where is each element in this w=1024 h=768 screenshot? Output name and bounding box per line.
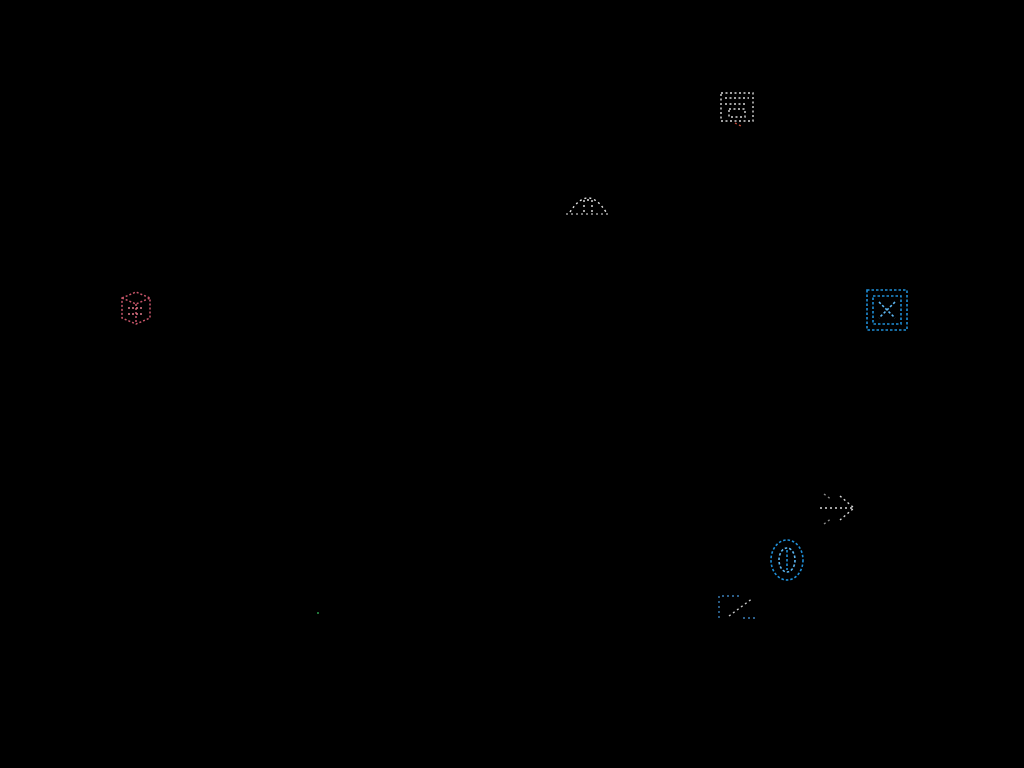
- cube-icon[interactable]: [116, 288, 158, 330]
- speck-icon: [317, 612, 319, 614]
- arrow-icon[interactable]: [812, 486, 862, 532]
- box-icon[interactable]: [715, 85, 759, 131]
- ring-icon[interactable]: [766, 536, 808, 584]
- arch-icon[interactable]: [562, 182, 614, 222]
- grid-icon[interactable]: [863, 286, 911, 334]
- corner-icon[interactable]: [713, 588, 761, 626]
